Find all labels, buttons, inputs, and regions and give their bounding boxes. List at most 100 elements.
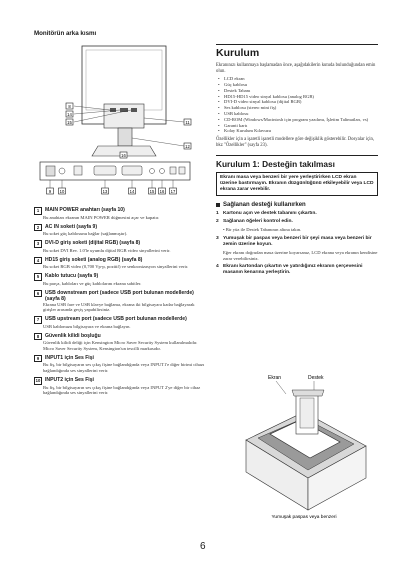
rear-section-title: Monitörün arka kısmı xyxy=(34,30,97,37)
item-title: AC IN soketi (sayfa 9) xyxy=(45,223,98,230)
list-item: Kolay Kurulum Kılavuzu xyxy=(216,128,378,134)
step-item: 1 Kartonu açın ve destek tabanını çıkartı… xyxy=(216,211,378,217)
callout-label: 9 xyxy=(49,189,52,194)
step-item: 2 Sağlanan öğeleri kontrol edin. xyxy=(216,219,378,225)
callout-label: 12 xyxy=(185,144,190,149)
step-number: 4 xyxy=(216,264,219,270)
step-note: • Bir yüz ile Destek Tabanının altına ta… xyxy=(223,227,302,233)
stand-setup-diagram: Ekran Destek Yumuşak paspas veya benzeri xyxy=(245,375,367,520)
item-title: Güvenlik kilidi boşluğu xyxy=(45,332,101,339)
callout-label: 14 xyxy=(67,112,72,117)
item-body: Bu soket RGB video (0,700 Vp-p, pozitif)… xyxy=(43,264,189,269)
list-item: HD15-HD15 video sinyal kablosu (analog R… xyxy=(216,94,378,100)
list-item: USB kablosu xyxy=(216,111,378,117)
warning-box: Ekranı masa veya benzeri bir yere yerleş… xyxy=(216,172,378,197)
callout-label: 16 xyxy=(121,153,126,158)
step-number: 1 xyxy=(216,211,219,217)
callout-label: 13 xyxy=(103,189,108,194)
stand-label: Destek xyxy=(308,375,324,381)
item-body: USB kablonuzu bilgisayara ve ekrana bağl… xyxy=(43,323,131,329)
item-number: 5 xyxy=(34,273,42,281)
callout-label: 11 xyxy=(185,120,190,125)
callout-label: 16 xyxy=(160,189,165,194)
callout-label: 15 xyxy=(67,120,72,125)
subsection-title: Sağlanan desteği kullanırken xyxy=(216,202,378,208)
item-title: DVI-D giriş soketi (dijital RGB) (sayfa … xyxy=(45,240,141,246)
item-body: Bu parça, kabloları ve güç kablolarını e… xyxy=(43,280,142,286)
item-title: INPUT1 için Ses Fişi xyxy=(45,354,94,361)
item-number: 1 xyxy=(34,207,42,215)
item-number: 8 xyxy=(34,332,42,341)
item-title: INPUT2 için Ses Fişi xyxy=(45,377,94,384)
step-number: 2 xyxy=(216,219,219,225)
item-number: 3 xyxy=(34,240,42,248)
section-rule xyxy=(216,154,378,157)
monitor-rear-diagram: 8 14 15 11 12 16 xyxy=(65,45,192,159)
item-body: Bu anahtarı ekranın MAIN POWER düğmesini… xyxy=(43,214,160,220)
list-item: Ses kablosu (stereo mini fiş) xyxy=(216,105,378,111)
step-text: Sağlanan öğeleri kontrol edin. xyxy=(223,219,293,225)
callout-label: 15 xyxy=(150,189,155,194)
box-contents-list: LCD ekran Güç kablosu Destek Tabanı HD15… xyxy=(216,76,378,134)
callout-label: 17 xyxy=(171,189,176,194)
item-number: 10 xyxy=(34,377,42,385)
item-number: 6 xyxy=(34,289,42,297)
step-item: 4 Ekranı kartondan çıkartın ve yatırdığın… xyxy=(216,264,378,276)
title-rule xyxy=(216,44,378,46)
intro-text: Ekranınızı kullanmaya başlamadan önce, a… xyxy=(216,63,376,75)
item-number: 2 xyxy=(34,223,42,231)
item-number: 4 xyxy=(34,256,42,264)
callout-label: 8 xyxy=(68,104,71,109)
diagram-caption: Yumuşak paspas veya benzeri xyxy=(271,514,336,520)
list-item: Destek Tabanı xyxy=(216,88,378,94)
list-item: CD-ROM (Windows/Macintosh için program y… xyxy=(216,117,378,123)
item-title: USB upstream port (sadece USB port bulun… xyxy=(45,316,187,323)
item-title: MAIN POWER anahtarı (sayfa 10) xyxy=(45,207,125,213)
step-number: 3 xyxy=(216,235,219,241)
item-number: 7 xyxy=(34,316,42,324)
page-title: Kurulum xyxy=(216,47,260,60)
step-text: Ekranı kartondan çıkartın ve yatırdığını… xyxy=(223,264,363,276)
right-column: Kurulum Ekranınızı kullanmaya başlamadan… xyxy=(216,44,378,278)
left-column: Monitörün arka kısmı xyxy=(34,30,206,40)
callout-label: 14 xyxy=(130,189,135,194)
square-bullet-icon xyxy=(216,203,220,208)
item-body: Bu soket güç kablosunu bağlar (sağlanmış… xyxy=(43,231,128,236)
callout-label: 10 xyxy=(60,189,65,194)
step-text: Kartonu açın ve destek tabanını çıkartın… xyxy=(223,211,317,217)
list-item: LCD ekran xyxy=(216,76,378,82)
screen-label: Ekran xyxy=(268,375,281,381)
item-body: Güvenlik kilidi deliği için Kensington M… xyxy=(43,340,198,351)
page-number: 6 xyxy=(200,541,206,552)
item-body: Ekrana USB fare ve USB klavye bağlama, e… xyxy=(43,301,195,313)
step-note: Eğer ekranı doğrudan masa üzerine koyars… xyxy=(223,249,378,261)
subsection-label: Sağlanan desteği kullanırken xyxy=(223,202,306,209)
connector-panel-diagram: 9 10 13 14 15 16 17 xyxy=(39,161,191,195)
step-text: Yumuşak bir paspas veya benzeri bir şeyi… xyxy=(223,235,372,247)
item-body: Bu fiş, bir bilgisayarın ses çıkış fişin… xyxy=(43,362,205,374)
item-body: Bu fiş, bir bilgisayarın ses çıkış fişin… xyxy=(43,384,201,396)
setup-section-title: Kurulum 1: Desteğin takılması xyxy=(216,159,335,170)
item-title: HD15 giriş soketi (analog RGB) (sayfa 8) xyxy=(45,256,143,263)
features-note: Özellikler için a işaretli işaretli mode… xyxy=(216,137,375,149)
item-number: 9 xyxy=(34,354,42,363)
step-item: 3 Yumuşak bir paspas veya benzeri bir şey… xyxy=(216,236,378,248)
list-item: Güç kablosu xyxy=(216,82,378,88)
item-title: USB downstream port (sadece USB port bul… xyxy=(45,289,194,302)
item-title: Kablo tutucu (sayfa 9) xyxy=(45,273,99,279)
item-body: Bu soket DVI Rev. 1.0'le uyumlu dijital … xyxy=(43,247,171,253)
list-item: Garanti kartı xyxy=(216,123,378,129)
list-item: DVI-D video sinyal kablosu (dijital RGB) xyxy=(216,99,378,105)
